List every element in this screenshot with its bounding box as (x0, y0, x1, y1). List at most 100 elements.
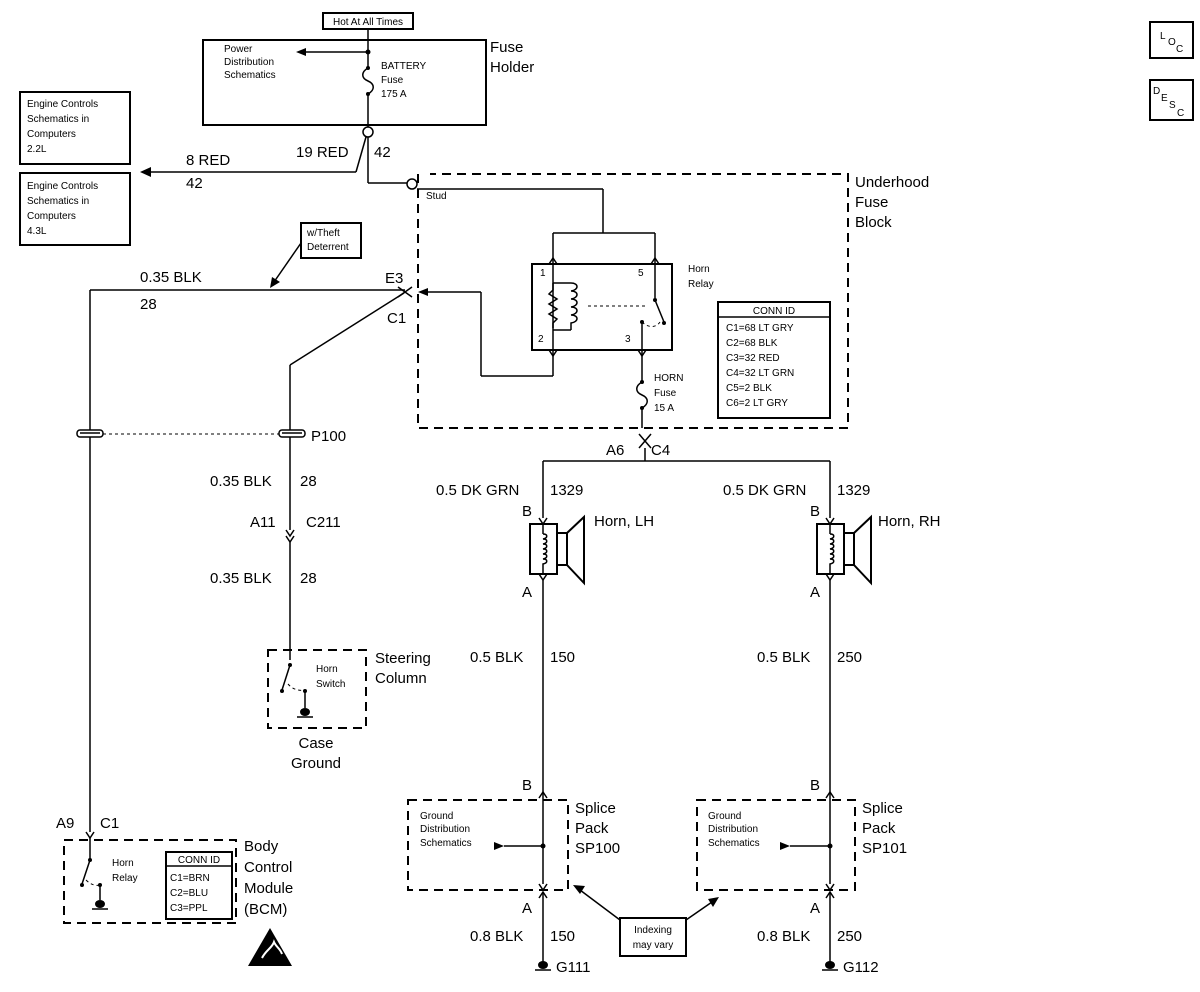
desc-button[interactable]: D E S C (1149, 79, 1194, 121)
horn-relay-label-2: Relay (688, 279, 714, 290)
horn-switch-icon (281, 664, 291, 691)
bcm-conn-id-title: CONN ID (178, 855, 220, 866)
splice-rh-ground-1: Ground (708, 811, 741, 822)
indexing-note: Indexing may vary (573, 885, 719, 957)
c211-pin-a11: A11 (250, 514, 276, 531)
case-ground-2: Ground (291, 755, 341, 772)
bcm-title-1: Body (244, 838, 279, 855)
splice-rh-title-2: Pack (862, 820, 896, 837)
wire-8-red: 8 RED (186, 152, 230, 169)
splice-lh-ground-2: Distribution (420, 824, 470, 835)
relay-coil-icon (570, 282, 578, 330)
arrow-left-icon (140, 167, 151, 177)
desc-letter-c: C (1177, 108, 1184, 119)
splice-lh-ground-1: Ground (420, 811, 453, 822)
fuse-holder-title-2: Holder (490, 59, 534, 76)
splice-rh-title-1: Splice (862, 800, 903, 817)
battery-fuse-name: BATTERY (381, 61, 427, 72)
horn-relay-box (531, 263, 673, 351)
horn-lh-icon (529, 514, 585, 586)
engine-22-line-4: 2.2L (27, 144, 47, 155)
horn-rh-pin-a: A (810, 584, 820, 601)
engine-22-line-3: Computers (27, 129, 76, 140)
wire-dkgrn-rh: 0.5 DK GRN (723, 482, 806, 499)
bcm-conn-id-2: C2=BLU (170, 888, 208, 899)
loc-button[interactable]: L O C (1149, 21, 1194, 59)
engine-43-line-2: Schematics in (27, 196, 89, 207)
engine-43-line-4: 4.3L (27, 226, 47, 237)
fuse-holder-title-1: Fuse (490, 39, 523, 56)
horn-lh-label: Horn, LH (594, 513, 654, 530)
splice-lh-pin-b: B (522, 777, 532, 794)
pin-c4: C4 (651, 442, 670, 459)
bcm-title-4: (BCM) (244, 901, 287, 918)
wire-blk08-lh-circuit: 150 (550, 928, 575, 945)
engine-controls-4-3l-box[interactable]: Engine Controls Schematics in Computers … (19, 172, 131, 246)
bcm-relay-switch-icon (81, 859, 91, 885)
splice-lh-title-1: Splice (575, 800, 616, 817)
bcm-pin-c1: C1 (100, 815, 119, 832)
relay-pin-1: 1 (540, 268, 546, 279)
underhood-conn-id-6: C6=2 LT GRY (726, 398, 788, 409)
engine-22-line-2: Schematics in (27, 114, 89, 125)
battery-fuse-rating: 175 A (381, 89, 407, 100)
bcm-conn-id-1: C1=BRN (170, 873, 210, 884)
engine-43-line-3: Computers (27, 211, 76, 222)
horn-fuse-rating: 15 A (654, 403, 674, 414)
p100-connector-left (76, 429, 104, 438)
engine-22-line-1: Engine Controls (27, 99, 98, 110)
wire-blk05-lh: 0.5 BLK (470, 649, 523, 666)
splice-rh-pin-b: B (810, 777, 820, 794)
wire-035-blk-mid-circuit: 28 (300, 473, 317, 490)
splice-lh-title-2: Pack (575, 820, 609, 837)
loc-letter-l: L (1160, 31, 1166, 42)
theft-note-1: w/Theft (306, 228, 340, 239)
pin-a6: A6 (606, 442, 624, 459)
wire-035-blk-mid: 0.35 BLK (210, 473, 272, 490)
wire-dkgrn-lh: 0.5 DK GRN (436, 482, 519, 499)
arrow-left-icon (418, 288, 428, 296)
underhood-conn-id-2: C2=68 BLK (726, 338, 778, 349)
theft-deterrent-note: w/Theft Deterrent (270, 222, 362, 288)
engine-controls-2-2l-box[interactable]: Engine Controls Schematics in Computers … (19, 91, 131, 165)
horn-lh-pin-b: B (522, 503, 532, 520)
stud-terminal (406, 178, 418, 190)
relay-pin-3: 3 (625, 334, 631, 345)
pin-e3: E3 (385, 270, 403, 287)
ground-g111-icon (535, 961, 551, 971)
wire-blk08-rh-circuit: 250 (837, 928, 862, 945)
power-dist-line-2: Distribution (224, 57, 274, 68)
case-ground-1: Case (298, 735, 333, 752)
underhood-title-1: Underhood (855, 174, 929, 191)
wire-035-blk-top-circuit: 28 (140, 296, 157, 313)
ground-icon (297, 708, 313, 718)
bcm-relay-label-2: Relay (112, 873, 138, 884)
loc-letter-o: O (1168, 37, 1176, 48)
steering-title-1: Steering (375, 650, 431, 667)
horn-rh-icon (816, 514, 872, 586)
wire-blk08-lh: 0.8 BLK (470, 928, 523, 945)
steering-column: Steering Column Horn Switch (267, 649, 431, 729)
bcm-title-2: Control (244, 859, 292, 876)
splice-pack-sp101: Splice Pack SP101 Ground Distribution Sc… (696, 790, 907, 892)
battery-fuse-word: Fuse (381, 75, 404, 86)
splice-lh-title-3: SP100 (575, 840, 620, 857)
indexing-line-2: may vary (633, 940, 674, 951)
wire-blk05-rh: 0.5 BLK (757, 649, 810, 666)
splice-rh-pin-a: A (810, 900, 820, 917)
stud-label: Stud (426, 191, 447, 202)
bcm-title-3: Module (244, 880, 293, 897)
relay-pin-5: 5 (638, 268, 644, 279)
ground-g112-icon (822, 961, 838, 971)
bcm-relay-label-1: Horn (112, 858, 134, 869)
theft-note-2: Deterrent (307, 242, 349, 253)
relay-pin-2: 2 (538, 334, 544, 345)
loc-letter-c: C (1176, 44, 1183, 55)
power-dist-line-1: Power (224, 44, 253, 55)
splice-rh-ground-2: Distribution (708, 824, 758, 835)
fuse-holder: Fuse Holder Power Distribution Schematic… (202, 39, 534, 126)
underhood-fuse-block: Underhood Fuse Block Stud Horn Relay 1 5… (417, 173, 929, 429)
power-dist-line-3: Schematics (224, 70, 276, 81)
bcm-pin-a9: A9 (56, 815, 74, 832)
ground-g112: G112 (843, 959, 879, 976)
